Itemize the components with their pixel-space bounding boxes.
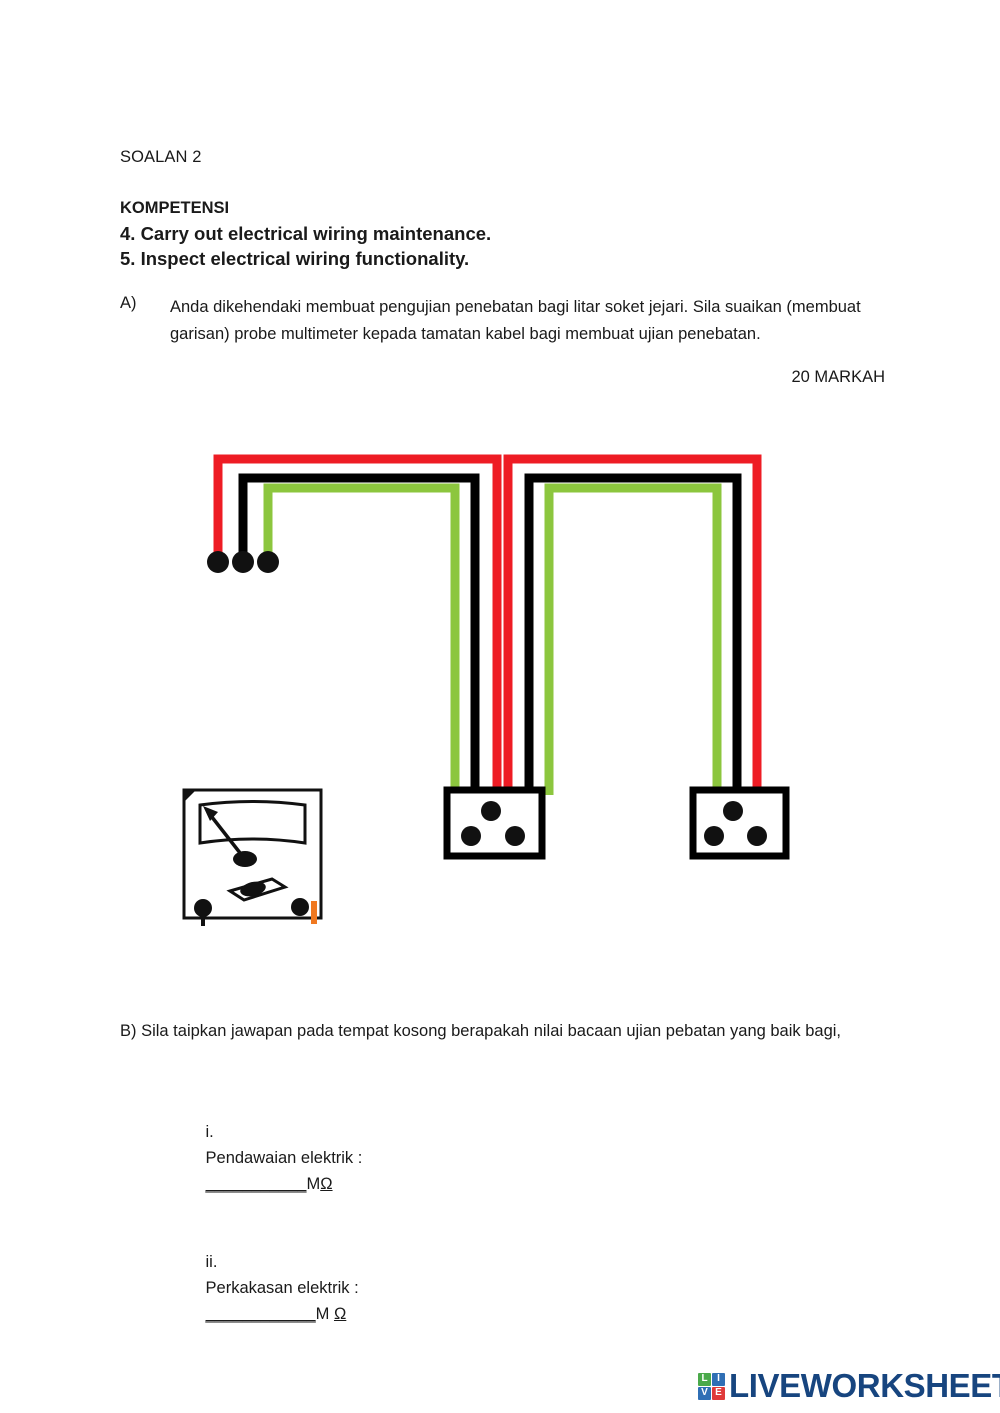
wire-live-right-loop: [503, 454, 762, 795]
answer-i-unit: M: [306, 1175, 321, 1193]
dial-knob-outline: [226, 877, 289, 902]
answer-i-label: Pendawaian elektrik :: [205, 1149, 363, 1167]
answer-row-i: i. Pendawaian elektrik : ___________MΩ: [178, 1093, 363, 1223]
earth-cable-end[interactable]: [257, 551, 279, 573]
logo-tile-v: V: [698, 1386, 711, 1400]
wire-neutral-right-loop: [524, 473, 742, 795]
question-a-text: Anda dikehendaki membuat pengujian peneb…: [170, 298, 861, 343]
answer-i-blank[interactable]: ___________: [205, 1175, 307, 1193]
multimeter-scale-band: [198, 800, 307, 845]
analogue-multimeter[interactable]: [182, 788, 323, 926]
question-b-text: B) Sila taipkan jawapan pada tempat koso…: [120, 1022, 842, 1040]
rotary-selector-dial[interactable]: [226, 877, 289, 902]
competency-list: 4. Carry out electrical wiring maintenan…: [120, 221, 491, 271]
answer-list: i. Pendawaian elektrik : ___________MΩ i…: [178, 1093, 363, 1353]
marks-label: 20 MARKAH: [791, 368, 885, 386]
multimeter-probe-marker: [311, 901, 317, 924]
live-cable-end[interactable]: [207, 551, 229, 573]
page-title: SOALAN 2: [120, 148, 202, 166]
socket-right-body: [689, 786, 790, 860]
wire-live-left-loop: [213, 454, 502, 795]
question-a-label: A): [120, 294, 137, 312]
multimeter-needle-tip: [203, 806, 218, 821]
answer-ii-blank[interactable]: ____________: [205, 1305, 316, 1323]
socket-right-pin-earth: [723, 801, 743, 821]
logo-tile-i: I: [712, 1372, 725, 1386]
answer-ii-unit: M: [315, 1305, 334, 1323]
socket-outlet-left[interactable]: [443, 786, 546, 860]
logo-tile-l: L: [698, 1372, 711, 1386]
socket-left-pin-live: [505, 826, 525, 846]
wire-neutral-left-loop: [238, 473, 480, 795]
multimeter-needle: [206, 810, 246, 860]
answer-ii-ohm-symbol: Ω: [333, 1305, 347, 1323]
multimeter-body: [182, 788, 323, 920]
multimeter-corner-mark: [185, 791, 195, 801]
socket-left-body: [443, 786, 546, 860]
answer-ii-number: ii.: [205, 1253, 218, 1271]
socket-left-pin-neutral: [461, 826, 481, 846]
wire-earth-left-loop: [263, 483, 460, 795]
socket-right-pin-live: [747, 826, 767, 846]
socket-outlet-right[interactable]: [689, 786, 790, 860]
socket-left-pin-earth: [481, 801, 501, 821]
dial-knob-center: [240, 881, 266, 897]
answer-ii-label: Perkakasan elektrik :: [205, 1279, 359, 1297]
multimeter-needle-pivot: [233, 851, 257, 867]
socket-right-pin-neutral: [704, 826, 724, 846]
neutral-cable-end[interactable]: [232, 551, 254, 573]
logo-tile-e: E: [712, 1386, 725, 1400]
liveworksheets-logo: L I V E LIVEWORKSHEETS: [698, 1365, 1000, 1407]
competency-heading: KOMPETENSI: [120, 199, 230, 217]
answer-i-number: i.: [205, 1123, 214, 1141]
liveworksheets-logo-icon: L I V E: [698, 1372, 725, 1400]
liveworksheets-wordmark: LIVEWORKSHEETS: [729, 1367, 1000, 1404]
answer-i-ohm-symbol: Ω: [320, 1175, 333, 1193]
answer-row-ii: ii. Perkakasan elektrik : ____________M …: [178, 1223, 362, 1353]
multimeter-terminal-negative[interactable]: [194, 899, 212, 917]
competency-item-4: 4. Carry out electrical wiring maintenan…: [120, 223, 492, 244]
wire-earth-right-loop: [544, 483, 722, 795]
competency-item-5: 5. Inspect electrical wiring functionali…: [120, 248, 470, 269]
multimeter-terminal-positive[interactable]: [291, 898, 309, 916]
